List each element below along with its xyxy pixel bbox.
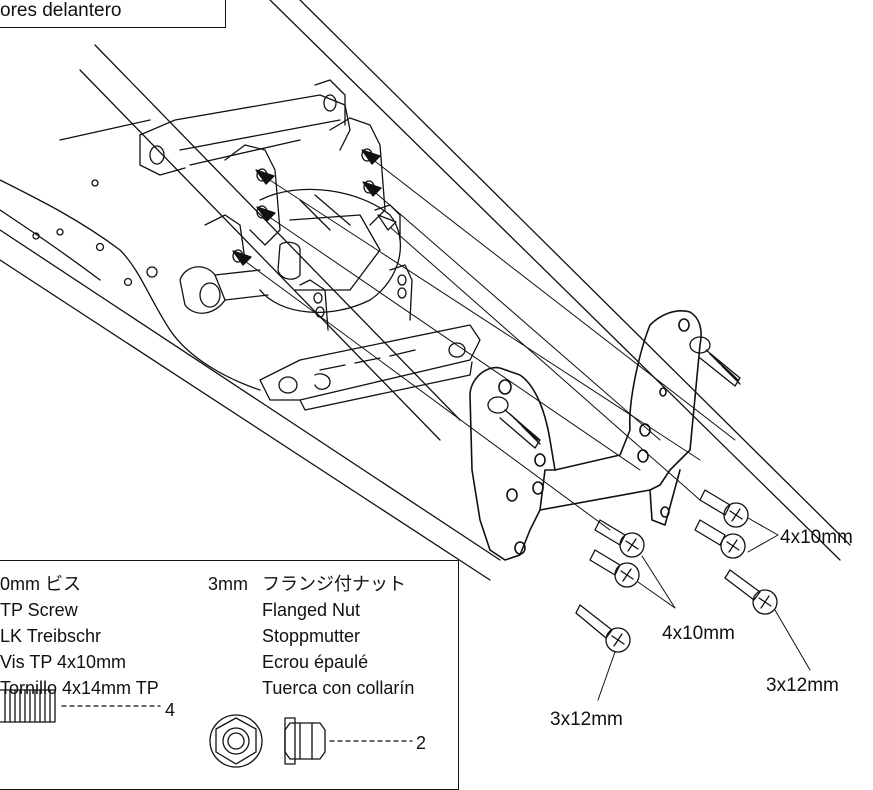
- callout-bottom-long-screw: 3x12mm: [550, 709, 623, 730]
- nut-quantity: 2: [416, 733, 427, 753]
- step-title: ores delantero: [0, 0, 122, 21]
- lower-arm-assembly: [259, 324, 481, 411]
- nut-name-de: Stoppmutter: [262, 626, 361, 646]
- nut-size: 3mm: [208, 574, 248, 594]
- step-title-box: ores delantero: [0, 0, 226, 28]
- callout-right-long-screw: 3x12mm: [766, 675, 839, 696]
- nut-name-es: Tuerca con collarín: [262, 678, 415, 698]
- upper-bulkhead: [139, 79, 351, 176]
- parts-illustrations: [0, 689, 413, 768]
- gearbox-housing: [179, 188, 413, 331]
- screw-set: [575, 489, 778, 653]
- insert-arrows: [232, 149, 397, 266]
- screw-name-es: Tornillo 4x14mm TP: [0, 678, 159, 698]
- plate-bolts: [487, 336, 741, 449]
- nut-name-fr: Ecrou épaulé: [262, 652, 369, 672]
- screw-name-en: TP Screw: [0, 600, 78, 620]
- nut-name-en: Flanged Nut: [262, 600, 361, 620]
- screw-name-fr: Vis TP 4x10mm: [0, 652, 127, 672]
- guide-lines: [237, 154, 736, 531]
- suspension-mounts: [204, 117, 401, 263]
- leader-lines: [597, 517, 811, 701]
- chassis-rails: [0, 0, 851, 581]
- bulkhead-plate: [469, 310, 702, 561]
- parts-list-box: 0mm ビス TP Screw LK Treibschr Vis TP 4x10…: [0, 560, 459, 790]
- nut-name-jp: フランジ付ナット: [262, 574, 406, 594]
- screw-name-de: LK Treibschr: [0, 626, 102, 646]
- screw-size-label: 0mm ビス: [0, 574, 81, 594]
- screw-quantity: 4: [165, 700, 176, 720]
- callout-center-screws: 4x10mm: [662, 623, 735, 644]
- chassis-plate: [0, 179, 261, 391]
- callout-upper-right-screws: 4x10mm: [780, 527, 853, 548]
